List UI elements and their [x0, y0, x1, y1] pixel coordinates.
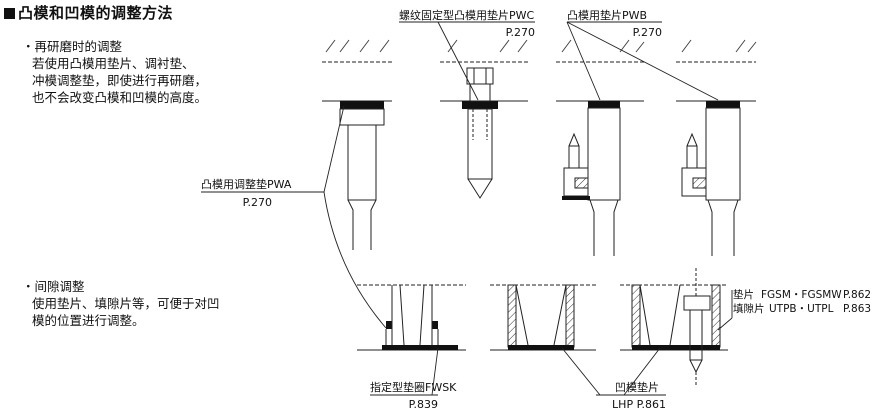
- regrind-heading: ・再研磨时的调整: [22, 39, 123, 54]
- ref-die-shim: LHP P.861: [612, 398, 666, 411]
- table-shim-name: 垫片: [733, 289, 754, 301]
- clearance-line-2: 模的位置进行调整。: [32, 313, 145, 328]
- regrind-line-3: 也不会改变凸模和凹模的高度。: [32, 90, 208, 105]
- die-shim-2: [632, 345, 720, 350]
- square-bullet-icon: [4, 8, 15, 19]
- ref-pwc: P.270: [505, 26, 535, 39]
- table-filler-items: UTPB・UTPL: [769, 303, 834, 315]
- regrind-line-1: 若使用凸模用垫片、调衬垫、: [32, 56, 195, 71]
- punch-with-pwc: [440, 39, 528, 199]
- leader-lines: [201, 21, 733, 396]
- regrind-line-2: 冲模调整垫，即使进行再研磨，: [32, 73, 208, 88]
- table-shim-ref: P.862: [843, 289, 872, 301]
- label-pwc: 螺纹固定型凸模用垫片PWC: [399, 9, 535, 22]
- die-with-shim-2: [620, 268, 728, 385]
- punch-with-pwb-2: [676, 39, 757, 256]
- table-filler-ref: P.863: [843, 303, 872, 315]
- clearance-line-1: 使用垫片、填隙片等，可便于对凹: [32, 296, 220, 311]
- label-pwa: 凸模用调整垫PWA: [201, 178, 292, 191]
- pwc-shim: [462, 101, 498, 109]
- punch-with-pwb-1: [556, 39, 645, 256]
- clearance-heading: ・间隙调整: [22, 279, 85, 294]
- die-with-shim-1: [490, 284, 596, 351]
- punch-with-pwa: [322, 39, 392, 250]
- page-title: 凸模和凹模的调整方法: [4, 2, 173, 23]
- table-row-shim: 垫片 FGSM・FGSMWP.862: [733, 289, 871, 302]
- regrind-note: ・再研磨时的调整 若使用凸模用垫片、调衬垫、 冲模调整垫，即使进行再研磨， 也不…: [22, 38, 207, 106]
- table-filler-name: 填隙片: [733, 303, 765, 315]
- pwb-shim-2: [706, 101, 740, 108]
- fwsk-washer: [382, 345, 458, 350]
- table-row-filler: 填隙片 UTPB・UTPL P.863: [733, 303, 871, 316]
- pwa-adjust-pad: [340, 101, 384, 109]
- clearance-note: ・间隙调整 使用垫片、填隙片等，可便于对凹 模的位置进行调整。: [22, 278, 220, 329]
- ref-pwa: P.270: [242, 196, 272, 209]
- die-with-fwsk: [357, 284, 466, 351]
- label-die-shim: 凹模垫片: [615, 381, 659, 394]
- label-pwb: 凸模用垫片PWB: [567, 9, 648, 22]
- pwb-shim-1: [588, 101, 620, 108]
- ref-fwsk: P.839: [408, 398, 438, 411]
- table-shim-items: FGSM・FGSMW: [761, 289, 842, 301]
- die-shim-1: [508, 345, 574, 350]
- ref-pwb: P.270: [632, 26, 662, 39]
- label-fwsk: 指定型垫圈FWSK: [370, 381, 457, 394]
